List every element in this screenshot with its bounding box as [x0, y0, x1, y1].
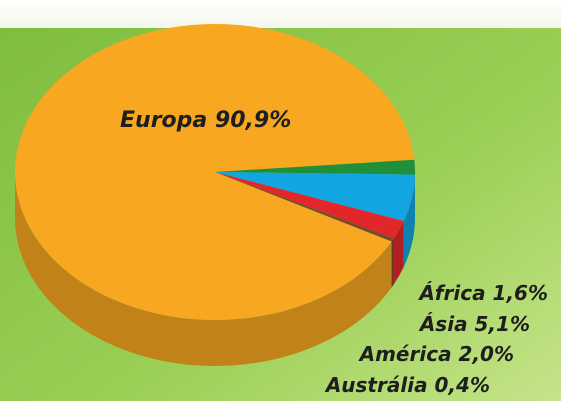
pie-slice-europa [15, 23, 415, 320]
slice-label-áfrica: África 1,6% [417, 281, 548, 305]
pie-side-europa [15, 172, 392, 366]
pie-sides [15, 172, 415, 366]
slice-label-ásia: Ásia 5,1% [418, 312, 530, 336]
pie-side-austrália [391, 238, 394, 288]
top-white-band [0, 0, 561, 28]
pie-labels: Europa 90,9% África 1,6% Ásia 5,1% América … [120, 108, 548, 397]
slice-label-américa: América 2,0% [358, 342, 514, 366]
slice-label-austrália: Austrália 0,4% [324, 373, 490, 397]
pie-slice-áfrica [215, 159, 416, 175]
pie-side-américa [393, 221, 404, 285]
pie-slice-austrália [215, 172, 394, 242]
pie-slice-américa [215, 172, 404, 239]
pie-side-ásia [403, 174, 415, 268]
pie-slice-ásia [215, 172, 415, 222]
slice-label-europa: Europa 90,9% [120, 108, 291, 133]
pie-top [15, 23, 416, 320]
